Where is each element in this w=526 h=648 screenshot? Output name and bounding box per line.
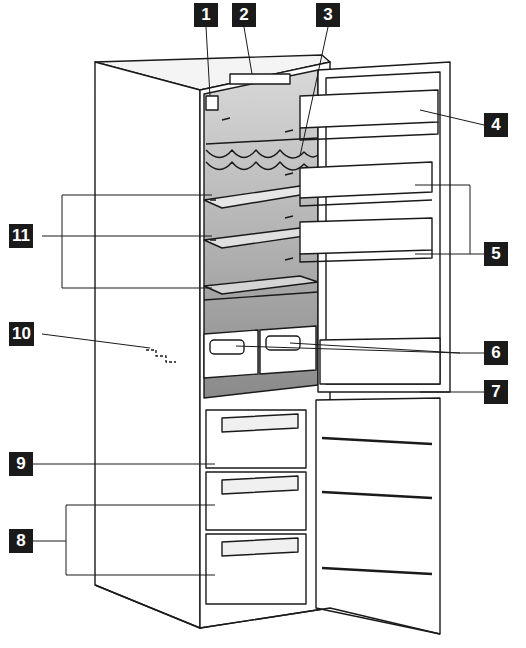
callout-number: 8 xyxy=(9,529,33,553)
callout-number: 5 xyxy=(484,242,508,266)
cabinet-side xyxy=(95,62,200,628)
callout-number: 2 xyxy=(232,3,256,27)
drawer-handle xyxy=(222,414,298,556)
bottle-rack xyxy=(206,138,318,144)
callout-number: 3 xyxy=(316,3,340,27)
glass-shelf xyxy=(204,276,318,294)
callout-number: 4 xyxy=(484,113,508,137)
door-shelf-front xyxy=(300,122,438,262)
control-panel xyxy=(230,74,290,84)
leader-line xyxy=(42,334,150,348)
cabinet-base xyxy=(95,585,440,634)
freezer-door xyxy=(316,398,440,634)
hidden-part xyxy=(146,350,176,362)
shelf-support xyxy=(210,118,293,260)
callout-number: 9 xyxy=(9,452,33,476)
door-rib xyxy=(322,438,432,574)
leader-line xyxy=(420,110,484,125)
leader-line xyxy=(300,27,328,156)
crisper-drawer xyxy=(260,326,316,374)
leader-line xyxy=(42,195,212,288)
door-shelf xyxy=(300,218,432,254)
leader-line xyxy=(33,505,215,575)
crisper-cover xyxy=(204,292,318,300)
callout-number: 6 xyxy=(484,341,508,365)
leader-lines xyxy=(33,27,484,575)
callout-number: 7 xyxy=(484,380,508,404)
callout-number: 11 xyxy=(9,224,33,248)
door-shelf xyxy=(320,338,440,384)
crisper-drawer xyxy=(204,330,258,378)
leader-line xyxy=(420,392,484,393)
leader-line xyxy=(33,464,215,465)
callout-number: 1 xyxy=(194,3,218,27)
drawer-handle xyxy=(210,340,244,354)
leader-line xyxy=(236,343,484,353)
callout-number: 10 xyxy=(9,322,34,346)
door-shelf xyxy=(300,162,432,198)
leader-line xyxy=(415,185,484,254)
lamp xyxy=(206,96,218,110)
leader-line xyxy=(244,27,252,74)
door-shelf xyxy=(300,90,438,128)
cabinet-front xyxy=(200,62,330,628)
leader-line xyxy=(206,27,210,96)
